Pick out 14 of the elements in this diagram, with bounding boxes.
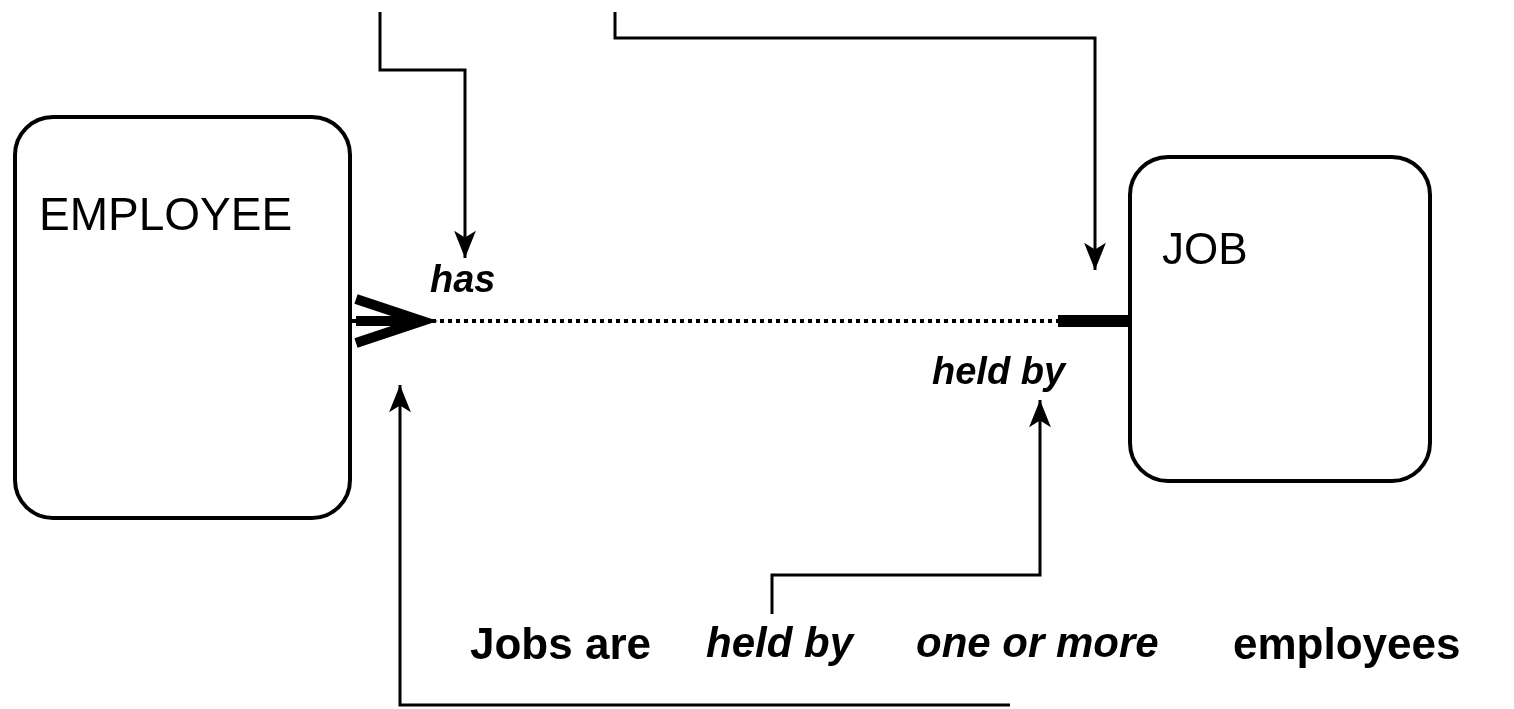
entity-name: EMPLOYEE <box>39 191 293 237</box>
leader-line <box>770 400 1051 614</box>
note-text: employees <box>1233 622 1461 666</box>
entity-box <box>1128 155 1432 483</box>
entity-box <box>13 115 352 520</box>
note-phrase: held by <box>706 622 854 664</box>
note-text: Jobs are <box>470 622 651 666</box>
leader-line <box>389 385 1010 707</box>
relationship-label: has <box>430 260 496 298</box>
entity-name: JOB <box>1162 227 1248 271</box>
leader-line <box>378 12 476 258</box>
relationship-label: held by <box>932 352 1066 390</box>
note-phrase: one or more <box>916 622 1159 664</box>
leader-line <box>613 12 1106 270</box>
